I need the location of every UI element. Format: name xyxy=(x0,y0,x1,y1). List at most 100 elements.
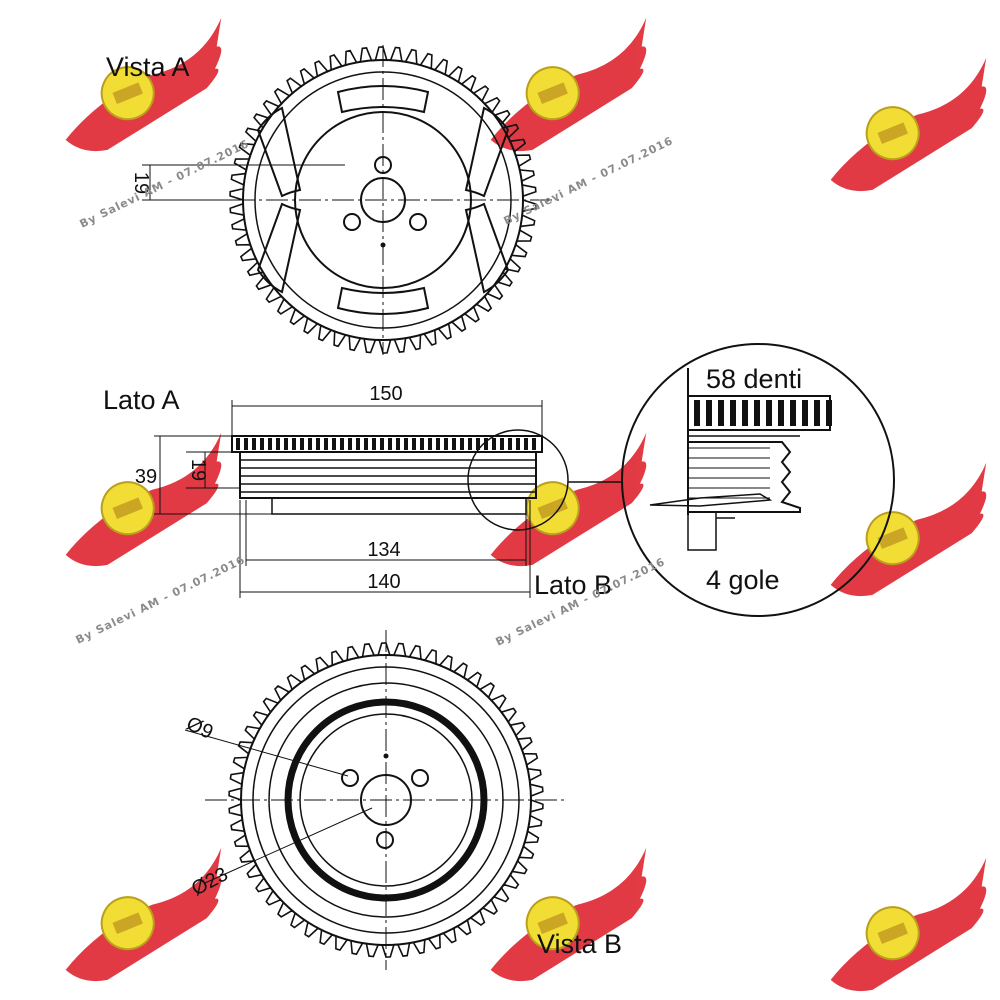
slot-lower-left xyxy=(256,202,302,294)
slot-top xyxy=(336,85,430,114)
side-tooth xyxy=(412,438,416,450)
detail-tooth xyxy=(742,400,748,426)
side-gear-teeth xyxy=(236,438,536,450)
side-tooth xyxy=(404,438,408,450)
detail-tooth xyxy=(706,400,712,426)
dim-150: 150 xyxy=(369,383,402,405)
detail-tooth xyxy=(790,400,796,426)
vista-b-hole-right xyxy=(411,769,429,787)
vista-a-hole-left xyxy=(343,213,361,231)
side-tooth xyxy=(340,438,344,450)
side-tooth xyxy=(532,438,536,450)
detail-tooth xyxy=(754,400,760,426)
side-tooth xyxy=(356,438,360,450)
side-tooth xyxy=(276,438,280,450)
side-tooth xyxy=(452,438,456,450)
side-tooth xyxy=(380,438,384,450)
side-tooth xyxy=(316,438,320,450)
side-tooth xyxy=(468,438,472,450)
side-tooth xyxy=(476,438,480,450)
side-tooth xyxy=(292,438,296,450)
watermark-logo xyxy=(65,432,222,567)
side-tooth xyxy=(516,438,520,450)
detail-tooth xyxy=(826,400,832,426)
slot-bottom xyxy=(336,286,430,315)
detail-teeth xyxy=(694,400,832,426)
watermark-logo xyxy=(65,847,222,982)
vista-b-view: Ø9 Ø23 Vista B xyxy=(183,630,622,970)
side-tooth xyxy=(244,438,248,450)
side-tooth xyxy=(420,438,424,450)
side-tooth xyxy=(252,438,256,450)
dim-19-side: 19 xyxy=(187,459,209,481)
side-tooth xyxy=(372,438,376,450)
side-tooth xyxy=(236,438,240,450)
dim-134: 134 xyxy=(367,539,400,561)
vista-a-slots xyxy=(256,85,510,315)
side-tooth xyxy=(524,438,528,450)
detail-tooth xyxy=(778,400,784,426)
side-view: 150 134 140 39 19 Lato A Lato B xyxy=(103,383,623,600)
vista-b-label: Vista B xyxy=(537,929,622,959)
side-tooth xyxy=(364,438,368,450)
side-tooth xyxy=(500,438,504,450)
vista-b-hole-bottom xyxy=(376,831,394,849)
side-tooth xyxy=(428,438,432,450)
side-pulley-body xyxy=(239,451,537,499)
dia9-leader xyxy=(184,729,349,777)
lato-a-label: Lato A xyxy=(103,385,180,415)
watermark-logo xyxy=(830,57,987,192)
slot-upper-right xyxy=(464,106,510,198)
watermark-logo xyxy=(65,17,222,152)
side-hub xyxy=(271,497,527,515)
watermark-logo xyxy=(830,462,987,597)
side-tooth xyxy=(332,438,336,450)
side-grooves xyxy=(240,459,536,493)
detail-tooth xyxy=(814,400,820,426)
dim-dia-9: Ø9 xyxy=(183,713,216,744)
side-tooth xyxy=(300,438,304,450)
detail-groove-profile xyxy=(688,441,801,513)
vista-a-view: 19 Vista A xyxy=(106,45,560,355)
watermark-logo xyxy=(490,17,647,152)
side-tooth xyxy=(268,438,272,450)
lato-b-label: Lato B xyxy=(534,570,612,600)
detail-view: 58 denti 4 gole xyxy=(621,343,895,617)
side-tooth xyxy=(260,438,264,450)
detail-callout-circle xyxy=(467,429,569,531)
side-tooth xyxy=(484,438,488,450)
vista-a-label: Vista A xyxy=(106,52,190,82)
detail-tooth xyxy=(694,400,700,426)
dia23-leader xyxy=(204,807,373,884)
side-tooth xyxy=(444,438,448,450)
dim-140: 140 xyxy=(367,571,400,593)
vista-a-dim-19: 19 xyxy=(130,172,152,194)
side-tooth xyxy=(324,438,328,450)
vista-b-hole-left xyxy=(341,769,359,787)
side-tooth xyxy=(508,438,512,450)
detail-tooth xyxy=(802,400,808,426)
watermark-logos xyxy=(65,17,987,992)
side-tooth xyxy=(436,438,440,450)
detail-teeth-label: 58 denti xyxy=(706,364,802,394)
watermark-text-3: By Salevi AM - 07.07.2016 xyxy=(74,553,248,647)
side-tooth xyxy=(388,438,392,450)
side-tooth xyxy=(308,438,312,450)
detail-tooth xyxy=(766,400,772,426)
watermark-text-1: By Salevi AM - 07.07.2016 xyxy=(78,137,252,231)
side-tooth xyxy=(460,438,464,450)
vista-a-hole-right xyxy=(409,213,427,231)
detail-grooves-label: 4 gole xyxy=(706,565,780,595)
watermark-logo xyxy=(830,857,987,992)
detail-tooth xyxy=(730,400,736,426)
detail-circle xyxy=(621,343,895,617)
detail-tooth xyxy=(718,400,724,426)
watermark-logo xyxy=(490,847,647,982)
slot-lower-right xyxy=(464,202,510,294)
slot-upper-left xyxy=(256,106,302,198)
side-tooth xyxy=(396,438,400,450)
side-tooth xyxy=(492,438,496,450)
side-tooth xyxy=(284,438,288,450)
